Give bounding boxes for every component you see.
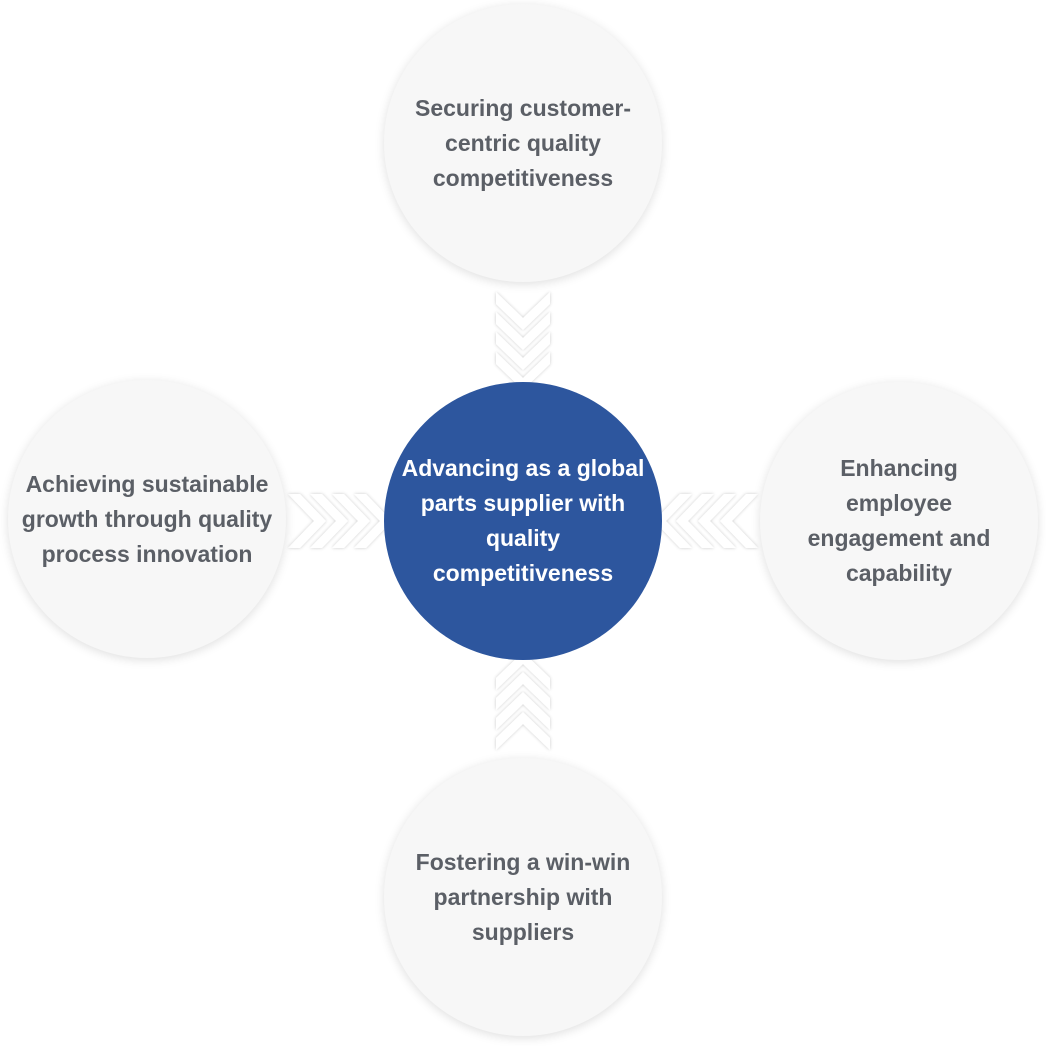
center-label: Advancing as a global parts supplier wit…	[401, 455, 645, 586]
arrow-left	[288, 494, 392, 548]
node-process-innovation: Achieving sustainable growth through qua…	[8, 380, 286, 658]
chevron-down-icon	[496, 312, 550, 350]
node-customer-quality: Securing customer-centric quality compet…	[384, 4, 662, 282]
center-node: Advancing as a global parts supplier wit…	[384, 382, 662, 660]
chevron-left-icon	[720, 494, 758, 548]
node-supplier-partnership: Fostering a win-win partnership with sup…	[384, 758, 662, 1036]
node-label: Achieving sustainable growth through qua…	[21, 470, 273, 567]
chevron-up-icon	[496, 712, 550, 750]
node-label: Enhancing employee engagement and capabi…	[807, 455, 991, 586]
chevron-right-icon	[310, 494, 348, 548]
chevron-up-icon	[496, 692, 550, 730]
chevron-down-icon	[496, 332, 550, 370]
arrow-bottom	[496, 652, 550, 750]
chevron-right-icon	[288, 494, 326, 548]
arrow-right	[654, 494, 758, 548]
node-label: Fostering a win-win partnership with sup…	[415, 848, 631, 945]
node-employee-engagement: Enhancing employee engagement and capabi…	[760, 382, 1038, 660]
chevron-left-icon	[698, 494, 736, 548]
chevron-down-icon	[496, 292, 550, 330]
arrow-top	[496, 292, 550, 390]
node-label: Securing customer-centric quality compet…	[415, 94, 631, 191]
chevron-left-icon	[676, 494, 714, 548]
chevron-up-icon	[496, 672, 550, 710]
chevron-right-icon	[332, 494, 370, 548]
